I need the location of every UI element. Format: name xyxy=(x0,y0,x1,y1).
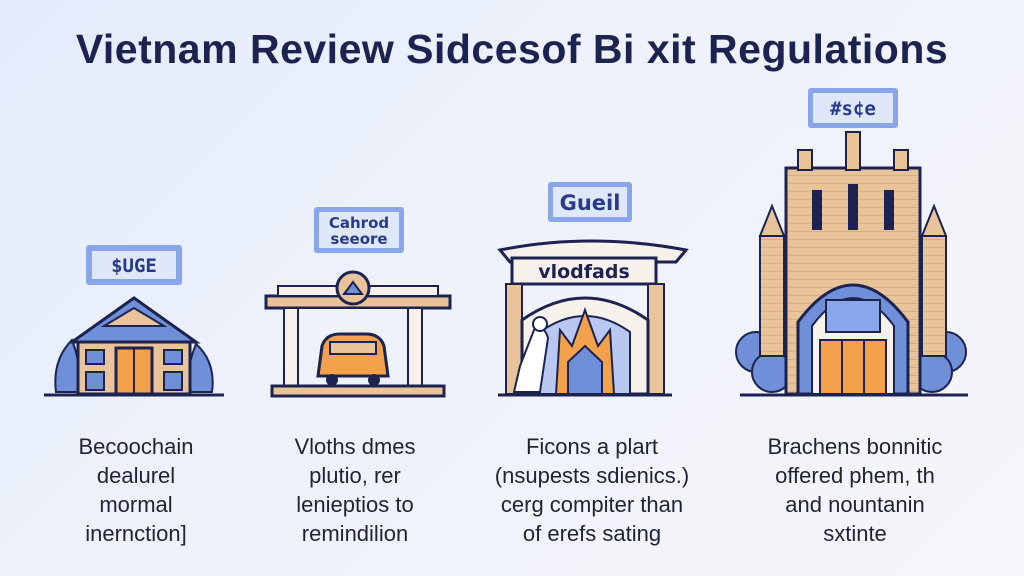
caption-1-line-3: inernction] xyxy=(85,521,187,546)
caption-4-line-0: Brachens bonnitic xyxy=(767,434,943,459)
caption-2: Vloths dmes plutio, rer lenieptios to re… xyxy=(255,432,455,548)
sign-4-line-0: #s¢e xyxy=(830,98,876,120)
caption-3-line-1: (nsupests sdienics.) xyxy=(494,463,690,488)
sign-2-line-1: seeore xyxy=(330,230,387,248)
building-3-structure: vlodfads xyxy=(497,239,689,397)
caption-2-line-2: lenieptios to xyxy=(296,492,414,517)
caption-4-line-1: offered phem, th xyxy=(775,463,935,488)
caption-1-line-2: mormal xyxy=(99,492,173,517)
building-2-structure xyxy=(264,270,452,398)
caption-3-line-3: of erefs sating xyxy=(522,521,662,546)
caption-4: Brachens bonnitic offered phem, th and n… xyxy=(742,432,968,548)
sign-1-line-0: $UGE xyxy=(111,255,157,277)
caption-1-line-1: dealurel xyxy=(96,463,176,488)
caption-3-line-0: Ficons a plart xyxy=(525,434,659,459)
page-title: Vietnam Review Sidcesof Bi xit Regulatio… xyxy=(75,26,949,72)
building-4-structure xyxy=(735,131,968,397)
sign-3-line-0: Gueil xyxy=(560,191,621,215)
caption-2-line-1: plutio, rer xyxy=(309,463,401,488)
building-1: $UGE xyxy=(44,245,224,397)
caption-2-line-0: Vloths dmes xyxy=(294,434,416,459)
caption-4-line-2: and nountanin xyxy=(785,492,925,517)
facade-label: vlodfads xyxy=(538,261,630,283)
caption-3-line-2: cerg compiter than xyxy=(500,492,684,517)
caption-2-line-3: remindilion xyxy=(301,521,409,546)
caption-1: Becoochain dealurel mormal inernction] xyxy=(36,432,236,548)
building-1-structure xyxy=(44,296,224,397)
sign-1: $UGE xyxy=(86,245,182,285)
sign-2-line-0: Cahrod xyxy=(329,214,389,232)
caption-1-line-0: Becoochain xyxy=(78,434,194,459)
sign-4: #s¢e xyxy=(808,88,898,128)
caption-3: Ficons a plart (nsupests sdienics.) cerg… xyxy=(484,432,700,548)
building-3: Gueil vlodfads xyxy=(497,182,689,397)
caption-4-line-3: sxtinte xyxy=(823,521,887,546)
building-2: Cahrod seeore xyxy=(264,207,452,398)
sign-3: Gueil xyxy=(548,182,632,222)
building-4: #s¢e xyxy=(735,88,968,397)
sign-2: Cahrod seeore xyxy=(314,207,404,253)
